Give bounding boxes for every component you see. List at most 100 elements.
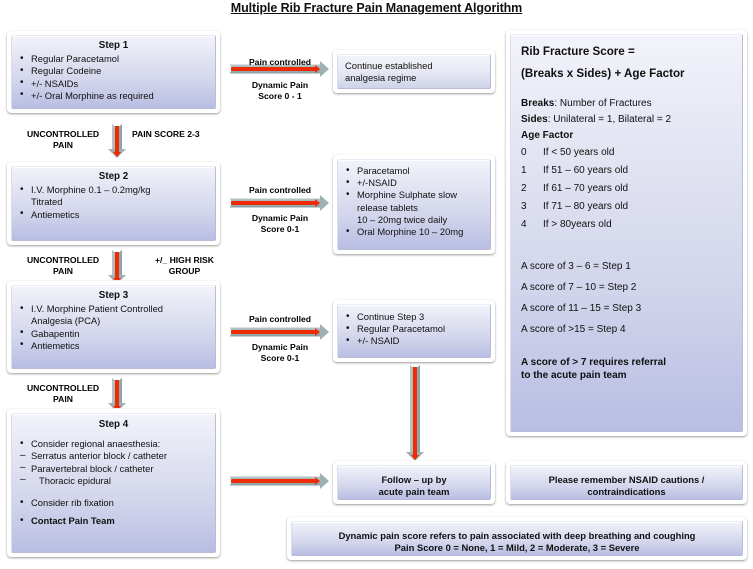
bullet-icon: • [346, 334, 350, 346]
footer-note-line2: Pain Score 0 = None, 1 = Mild, 2 = Moder… [394, 542, 640, 554]
footer-note-line1: Dynamic pain score refers to pain associ… [338, 530, 696, 541]
list-item: •+/- Oral Morphine as required [20, 89, 154, 101]
bullet-icon: • [20, 496, 24, 508]
bullet-icon: • [20, 52, 24, 64]
nsaid-caution-line2: contraindications [587, 486, 666, 498]
list-item: •Antiemetics [20, 208, 80, 220]
score-mapping-row: A score of 11 – 15 = Step 3 [521, 303, 642, 314]
followup-line2: acute pain team [378, 486, 450, 498]
bullet-icon: • [20, 302, 24, 314]
list-item: •Regular Paracetamol [20, 52, 120, 65]
referral-line2: to the acute pain team [521, 370, 627, 381]
step2-heading: Step 2 [98, 171, 129, 182]
sides-row: Sides: Unilateral = 1, Bilateral = 2 [521, 114, 672, 125]
age-factor-row: 1 If 51 – 60 years old [521, 165, 629, 176]
followup-box: Follow – up by acute pain team [333, 461, 495, 504]
dash-icon: – [20, 449, 26, 461]
step3-list: •I.V. Morphine Patient Controlled Analge… [17, 303, 210, 352]
bullet-icon: • [20, 183, 24, 195]
bullet-icon: • [20, 77, 24, 89]
arrow-step3-to-outcome [228, 323, 329, 341]
age-factor-label: Age Factor [521, 130, 574, 141]
score-mapping-row: A score of 7 – 10 = Step 2 [521, 282, 637, 293]
dash-icon: – [20, 474, 26, 486]
page-title: Multiple Rib Fracture Pain Management Al… [230, 1, 523, 15]
age-factor-row: 2 If 61 – 70 years old [521, 183, 629, 194]
list-item-continuation: release tablets [357, 201, 418, 213]
step4-heading: Step 4 [98, 419, 129, 430]
list-item: •Antiemetics [20, 339, 80, 351]
uncontrolled2-right: +/_ HIGH RISK GROUP [155, 255, 214, 276]
breaks-row: Breaks: Number of Fractures [521, 98, 652, 109]
list-item: •Regular Paracetamol [346, 322, 446, 335]
list-item-continuation: Titrated [31, 196, 63, 208]
step3-outcome-box: •Continue Step 3 •Regular Paracetamol •+… [333, 300, 495, 362]
uncontrolled1-left: UNCONTROLLED PAIN [26, 129, 100, 150]
bullet-icon: • [20, 89, 24, 101]
age-factor-row: 3 If 71 – 80 years old [521, 201, 629, 212]
uncontrolled1-right: PAIN SCORE 2-3 [132, 129, 200, 139]
score-heading-line1: Rib Fracture Score = [521, 45, 635, 58]
list-item: •Consider rib fixation [20, 496, 114, 509]
list-item: –Serratus anterior block / catheter [20, 449, 168, 462]
step1-list: •Regular Paracetamol •Regular Codeine •+… [17, 53, 210, 102]
arrow3-caption-bottom-1: Dynamic Pain [251, 342, 309, 352]
step2-list: •I.V. Morphine 0.1 – 0.2mg/kg Titrated •… [17, 184, 210, 221]
step3-box: Step 3 •I.V. Morphine Patient Controlled… [7, 281, 220, 373]
arrow2-caption-bottom-2: Score 0-1 [260, 224, 300, 234]
list-item: •Paracetamol [346, 164, 410, 177]
list-item: •Oral Morphine 10 – 20mg [346, 225, 464, 238]
list-item-continuation: Analgesia (PCA) [31, 315, 101, 327]
step3-heading: Step 3 [98, 290, 129, 301]
list-item-continuation: 10 – 20mg twice daily [357, 213, 448, 225]
followup-line1: Follow – up by [381, 474, 447, 485]
age-factor-row: 0 If < 50 years old [521, 147, 615, 158]
list-item: •+/-NSAID [346, 176, 397, 189]
list-item: •+/- NSAIDs [20, 77, 79, 89]
continue-regime-line2: analgesia regime [345, 72, 417, 84]
list-item: –Paravertebral block / catheter [20, 462, 154, 474]
step2-box: Step 2 •I.V. Morphine 0.1 – 0.2mg/kg Tit… [7, 162, 220, 245]
list-item: –Thoracic epidural [20, 474, 111, 486]
bullet-icon: • [20, 437, 24, 449]
list-item: •Consider regional anaesthesia: [20, 437, 161, 450]
list-item: •+/- NSAID [346, 334, 400, 347]
list-item: •Gabapentin [20, 327, 80, 339]
bullet-icon: • [346, 310, 350, 322]
bullet-icon: • [20, 327, 24, 339]
list-item: •I.V. Morphine 0.1 – 0.2mg/kg [20, 183, 151, 196]
step4-box: Step 4 •Consider regional anaesthesia: –… [7, 409, 220, 557]
arrow-step3-to-step4 [107, 378, 127, 412]
bullet-icon: • [346, 322, 350, 334]
arrow-step4-to-followup [228, 472, 329, 490]
arrow3-caption-top: Pain controlled [248, 314, 312, 324]
step3-outcome-list: •Continue Step 3 •Regular Paracetamol •+… [343, 311, 485, 348]
nsaid-caution-line1: Please remember NSAID cautions / [548, 474, 705, 485]
bullet-icon: • [346, 176, 350, 188]
arrow1-caption-bottom-2: Score 0 - 1 [258, 91, 302, 101]
arrow3-caption-bottom-2: Score 0-1 [260, 353, 300, 363]
nsaid-caution-box: Please remember NSAID cautions / contrai… [506, 461, 747, 504]
arrow-step1-to-continue [228, 60, 329, 78]
bullet-icon: • [346, 164, 350, 176]
list-item: •I.V. Morphine Patient Controlled [20, 302, 164, 315]
bullet-icon: • [20, 208, 24, 220]
arrow2-caption-bottom-1: Dynamic Pain [251, 213, 309, 223]
score-mapping-row: A score of >15 = Step 4 [521, 324, 626, 335]
arrow-outcome3-to-followup [405, 365, 425, 461]
step4-list: •Consider regional anaesthesia: –Serratu… [17, 438, 210, 487]
list-item: •Regular Codeine [20, 64, 102, 77]
bullet-icon: • [346, 225, 350, 237]
age-factor-row: 4 If > 80years old [521, 219, 612, 230]
step1-heading: Step 1 [98, 40, 129, 51]
score-heading-line2: (Breaks x Sides) + Age Factor [521, 67, 685, 80]
arrow-step2-to-step3 [107, 250, 127, 284]
step4-list-c: •Contact Pain Team [17, 515, 210, 527]
footer-note-box: Dynamic pain score refers to pain associ… [287, 517, 747, 560]
bullet-icon: • [20, 64, 24, 76]
bullet-icon: • [346, 188, 350, 200]
rib-fracture-score-panel: Rib Fracture Score = (Breaks x Sides) + … [506, 30, 747, 436]
dash-icon: – [20, 462, 26, 474]
list-item: •Continue Step 3 [346, 310, 425, 323]
